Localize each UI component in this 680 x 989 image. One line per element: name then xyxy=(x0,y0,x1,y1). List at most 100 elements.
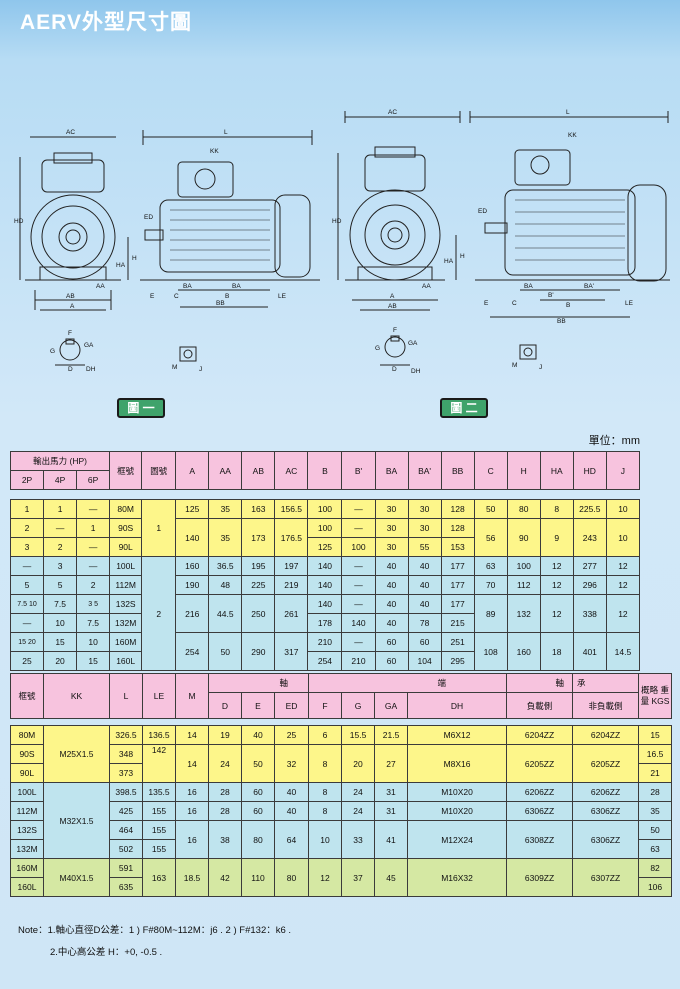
cell: 219 xyxy=(274,575,309,595)
cell: 16.5 xyxy=(638,744,673,764)
label-ed-2: ED xyxy=(478,208,487,215)
cell: — xyxy=(341,518,376,538)
cell: 16 xyxy=(175,782,209,802)
label-ab-2: AB xyxy=(388,303,397,310)
cell: 24 xyxy=(341,782,376,802)
table-row: 160M M40X1.5 591 163 18.5 42 110 80 12 3… xyxy=(10,858,673,897)
label-dh-1: DH xyxy=(86,366,96,373)
cell: 132 xyxy=(506,594,541,633)
shaft-key-section-1 xyxy=(55,338,85,366)
cell: 110 xyxy=(241,858,275,897)
table-row: 80M M25X1.5 326.5 136.5 14 19 40 25 6 15… xyxy=(10,725,673,783)
cell: 140 xyxy=(307,575,343,595)
cell: 2 xyxy=(141,556,177,671)
cell: 132S xyxy=(109,594,143,614)
label-baprime-2: BA' xyxy=(584,283,594,290)
cell: 250 xyxy=(241,594,276,633)
cell: 2 xyxy=(76,575,111,595)
cell: 100 xyxy=(307,518,343,538)
cell: 80 xyxy=(241,820,275,859)
cell: 6306ZZ xyxy=(572,801,640,821)
cell: 8 xyxy=(539,499,574,519)
cell: 14 xyxy=(175,744,209,783)
table-row: 1 1 — 80M 1 125 35 163 156.5 100 — 30 30… xyxy=(9,499,641,557)
cell: 1 xyxy=(141,499,177,557)
cell: 348 xyxy=(109,744,143,764)
cell: 15 xyxy=(76,651,111,671)
cell: 27 xyxy=(374,744,409,783)
cell: 21.5 xyxy=(374,725,409,745)
cell: M40X1.5 xyxy=(43,858,110,897)
cell: 12 xyxy=(308,858,343,897)
cell: 15.5 xyxy=(341,725,376,745)
header-m: M xyxy=(175,673,209,719)
cell: — xyxy=(76,499,111,519)
header-hd: HD xyxy=(572,451,607,490)
cell: 295 xyxy=(440,651,475,671)
cell: 3 xyxy=(9,537,45,557)
cell: 140 xyxy=(341,613,376,633)
cell: 60 xyxy=(241,801,275,821)
cell: 6204ZZ xyxy=(506,725,574,745)
shaft-end-view-2 xyxy=(519,344,537,360)
cell: 254 xyxy=(307,651,343,671)
cell: 635 xyxy=(109,877,143,897)
cell: M10X20 xyxy=(407,782,508,802)
cell: 178 xyxy=(307,613,343,633)
cell: 132S xyxy=(10,820,44,840)
page-title: AERV外型尺寸圖 xyxy=(20,11,192,34)
label-aa-2: AA xyxy=(422,283,431,290)
label-ga-1: GA xyxy=(84,342,94,349)
header-shaft-2: 端 xyxy=(308,673,508,693)
label-j-2: J xyxy=(539,364,542,371)
cell: 112 xyxy=(506,575,541,595)
cell: 15 xyxy=(43,632,78,652)
label-bprime-2: B' xyxy=(548,292,554,299)
label-kk-1: KK xyxy=(210,148,219,155)
cell: 56 xyxy=(473,518,508,557)
label-hd-1: HD xyxy=(14,218,24,225)
cell: 160 xyxy=(175,556,210,576)
label-kk-2: KK xyxy=(568,132,577,139)
header-ga: GA xyxy=(374,692,409,719)
cell: 125 xyxy=(175,499,210,519)
cell: 317 xyxy=(274,632,309,671)
cell: 140 xyxy=(307,594,343,614)
header-fig: 圖號 xyxy=(141,451,177,490)
cell: 40 xyxy=(407,556,442,576)
cell: 35 xyxy=(208,499,243,519)
header-b: B xyxy=(307,451,343,490)
cell: 296 xyxy=(572,575,607,595)
cell: 3 xyxy=(43,556,78,576)
cell: 160 xyxy=(506,632,541,671)
cell: — xyxy=(341,575,376,595)
cell: 16 xyxy=(175,820,209,859)
cell: 12 xyxy=(539,556,574,576)
cell: 30 xyxy=(407,518,442,538)
header-ed: ED xyxy=(273,692,310,719)
fig1-side-view xyxy=(140,130,320,308)
cell: 254 xyxy=(175,632,210,671)
label-m-2: M xyxy=(512,362,517,369)
cell: 104 xyxy=(407,651,442,671)
cell: 48 xyxy=(208,575,243,595)
cell: 125 xyxy=(307,537,343,557)
label-ha-2: HA xyxy=(444,258,454,265)
table-row: 90S 348 142 14 24 50 32 8 20 27 M8X16 62… xyxy=(10,744,673,783)
header-power: 輸出馬力 (HP) xyxy=(9,451,111,471)
cell: 10 xyxy=(308,820,343,859)
cell: 40 xyxy=(374,594,409,614)
cell: 19 xyxy=(208,725,242,745)
cell: 6205ZZ xyxy=(572,744,640,783)
label-a-1: A xyxy=(70,303,75,310)
cell: 176.5 xyxy=(274,518,309,557)
cell: 14.5 xyxy=(605,632,641,671)
cell: 21 xyxy=(638,763,673,783)
table-row: — 3 — 100L 2 160 36.5 195 197 140 — 40 4… xyxy=(9,556,641,671)
label-dh-2: DH xyxy=(411,368,421,375)
label-ed-1: ED xyxy=(144,214,153,221)
label-ga-2: GA xyxy=(408,340,418,347)
cell: 215 xyxy=(440,613,475,633)
label-bb-2: BB xyxy=(557,318,566,325)
cell: 28 xyxy=(208,782,242,802)
